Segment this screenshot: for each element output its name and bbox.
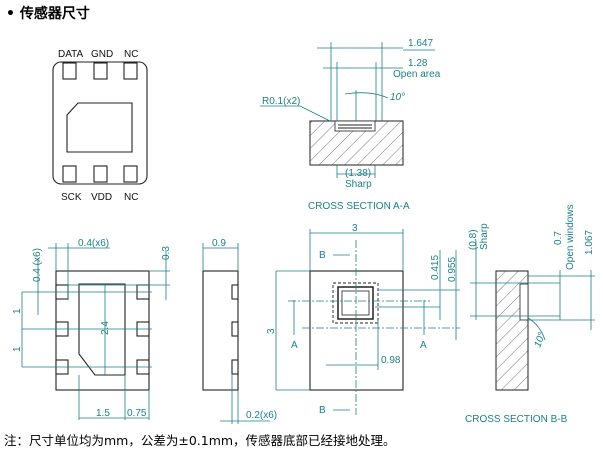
- bottom-view: 0.4(x6) 0.4 (x6) 0.3 2.4 1 1 1.5 0.75: [12, 238, 172, 420]
- pin-label-nc-top: NC: [124, 49, 138, 60]
- section-a-right: A: [420, 340, 427, 351]
- cross-section-aa: 1.647 1.28 Open area R0.1(x2) 10° (1.38)…: [260, 38, 441, 212]
- top-view: 3 3 B B A A 0.415 0.955 0.98: [266, 223, 460, 416]
- dim-width: 3: [352, 223, 358, 234]
- pin-label-gnd: GND: [91, 49, 113, 60]
- pinout-diagram: DATA GND NC SCK VDD NC: [52, 49, 148, 203]
- section-b-bottom: B: [319, 405, 326, 416]
- pin-label-sck: SCK: [61, 192, 82, 203]
- radius-label: R0.1(x2): [262, 96, 300, 107]
- dim-138: (1.38): [345, 168, 371, 179]
- section-title: • 传感器尺寸: [6, 6, 90, 22]
- dim-height-top: 3: [266, 328, 277, 334]
- dim-height: 0.9: [212, 238, 226, 249]
- caption-bb: CROSS SECTION B-B: [465, 414, 568, 425]
- caption-aa: CROSS SECTION A-A: [308, 201, 410, 212]
- dim-margin: 0.75: [127, 408, 147, 419]
- footnote: 注：尺寸单位均为mm，公差为±0.1mm，传感器底部已经接地处理。: [4, 433, 396, 448]
- open-windows-label: Open windows: [565, 204, 576, 270]
- dim-lead: 0.2(x6): [246, 410, 277, 421]
- cross-section-bb: (0.8) Sharp 0.7 Open windows 1.067 10° C…: [465, 204, 595, 425]
- dim-1067: 1.067: [584, 230, 595, 255]
- dim-pad-height: 2.4: [100, 321, 111, 335]
- pin-label-vdd: VDD: [91, 192, 112, 203]
- pin-label-nc-bottom: NC: [124, 192, 138, 203]
- dim-pad-length: 0.4(x6): [78, 238, 109, 249]
- section-b-top: B: [319, 250, 326, 261]
- dim-07: 0.7: [553, 231, 564, 245]
- open-area-label: Open area: [393, 69, 441, 80]
- dim-1647: 1.647: [408, 38, 433, 49]
- dim-128: 1.28: [408, 58, 428, 69]
- dim-pitch-2: 1: [12, 346, 23, 352]
- dim-edge: 0.3: [161, 246, 172, 260]
- dim-0415: 0.415: [430, 255, 441, 280]
- angle-bb: 10°: [532, 331, 548, 349]
- pin-label-data: DATA: [58, 49, 84, 60]
- section-a-left: A: [291, 340, 298, 351]
- dim-0955: 0.955: [447, 257, 458, 282]
- sharp-label-bb: Sharp: [479, 223, 490, 250]
- sharp-label-aa: Sharp: [345, 179, 372, 190]
- dim-pad-w: 1.5: [96, 408, 110, 419]
- dim-pitch-1: 1: [12, 308, 23, 314]
- dim-pad-width: 0.4 (x6): [32, 248, 43, 282]
- angle-aa: 10°: [390, 92, 405, 103]
- dim-08: (0.8): [468, 229, 479, 250]
- side-view: 0.9 0.2(x6): [202, 238, 277, 424]
- dim-098: 0.98: [381, 355, 401, 366]
